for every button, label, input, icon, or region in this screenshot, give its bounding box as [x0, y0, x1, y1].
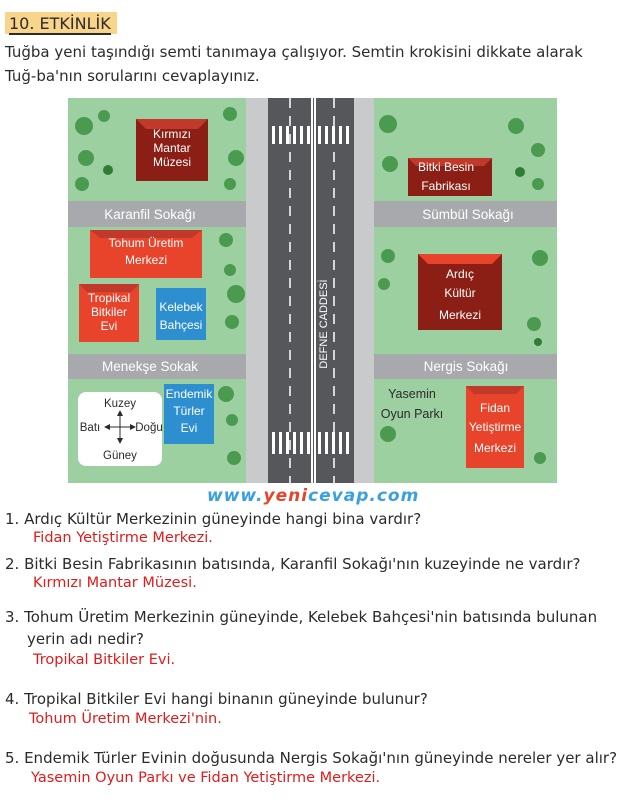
- fidan-label-1: Fidan: [480, 401, 510, 415]
- menekse-street: [68, 354, 246, 379]
- compass-west: Batı: [80, 422, 100, 434]
- sumbul-label: Sümbül Sokağı: [422, 207, 514, 222]
- tropikal-label-1: Tropikal: [88, 291, 130, 305]
- kirmizi-mantar-muzesi: [136, 119, 208, 181]
- kirmizi-label-2: Mantar: [153, 141, 190, 155]
- tropikal-bitkiler-evi: [79, 284, 139, 342]
- compass-south: Güney: [103, 450, 137, 462]
- sumbul-street: [374, 201, 557, 227]
- compass-east: Doğu: [135, 422, 163, 434]
- fidan-label-2: Yetiştirme: [469, 420, 522, 434]
- defne-label: DEFNE CADDESİ: [317, 279, 330, 368]
- question-4: 4. Tropikal Bitkiler Evi hangi binanın g…: [5, 690, 428, 708]
- intro-text: Tuğba yeni taşındığı semti tanımaya çalı…: [5, 43, 583, 85]
- question-2: 2. Bitki Besin Fabrikasının batısında, K…: [5, 555, 581, 573]
- endemik-label-2: Türler: [173, 404, 204, 418]
- kelebek-bahcesi: [156, 288, 206, 340]
- kelebek-label-2: Bahçesi: [160, 318, 203, 332]
- nergis-street: [374, 354, 557, 379]
- bitki-label-1: Bitki Besin: [418, 160, 474, 174]
- yasemin-label-2: Oyun Parkı: [381, 407, 444, 421]
- neighborhood-map: Kırmızı Mantar Müzesi Bitki Besin Fabrik…: [68, 98, 557, 483]
- karanfil-label: Karanfil Sokağı: [104, 207, 196, 222]
- kirmizi-label-1: Kırmızı: [153, 127, 191, 141]
- bitki-label-2: Fabrikası: [421, 179, 470, 193]
- answer-4: Tohum Üretim Merkezi'nin.: [29, 711, 222, 727]
- endemik-label-1: Endemik: [166, 387, 214, 401]
- endemik-label-3: Evi: [181, 421, 198, 435]
- answer-3: Tropikal Bitkiler Evi.: [33, 652, 176, 668]
- fidan-yetistirme-merkezi: [466, 386, 524, 468]
- ardic-label-3: Merkezi: [439, 308, 481, 322]
- menekse-label: Menekşe Sokak: [102, 359, 198, 374]
- yasemin-label-1: Yasemin: [388, 387, 436, 401]
- karanfil-street: [68, 201, 246, 227]
- ardic-label-2: Kültür: [444, 286, 475, 300]
- ardic-kultur-merkezi: [418, 254, 502, 330]
- kirmizi-label-3: Müzesi: [153, 155, 191, 169]
- kelebek-label-1: Kelebek: [159, 300, 203, 314]
- fidan-label-3: Merkezi: [474, 441, 516, 455]
- tohum-label-2: Merkezi: [125, 253, 167, 267]
- question-5: 5. Endemik Türler Evinin doğusunda Nergi…: [5, 749, 618, 767]
- tohum-label-1: Tohum Üretim: [109, 236, 184, 250]
- compass-north: Kuzey: [104, 398, 136, 410]
- question-1: 1. Ardıç Kültür Merkezinin güneyinde han…: [5, 510, 422, 528]
- activity-title: 10. ETKİNLİK: [5, 12, 117, 35]
- answer-5: Yasemin Oyun Parkı ve Fidan Yetiştirme M…: [31, 770, 381, 786]
- nergis-label: Nergis Sokağı: [424, 359, 509, 374]
- tropikal-label-3: Evi: [101, 319, 118, 333]
- answer-1: Fidan Yetiştirme Merkezi.: [33, 530, 213, 546]
- question-3-cont: yerin adı nedir?: [27, 630, 144, 648]
- endemik-turler-evi: [164, 384, 214, 444]
- ardic-label-1: Ardıç: [446, 267, 474, 281]
- title-text: 10. ETKİNLİK: [9, 14, 111, 35]
- answer-2: Kırmızı Mantar Müzesi.: [33, 575, 197, 591]
- tropikal-label-2: Bitkiler: [91, 305, 127, 319]
- watermark: www.yenicevap.com: [207, 486, 420, 506]
- question-3: 3. Tohum Üretim Merkezinin güneyinde, Ke…: [5, 608, 598, 626]
